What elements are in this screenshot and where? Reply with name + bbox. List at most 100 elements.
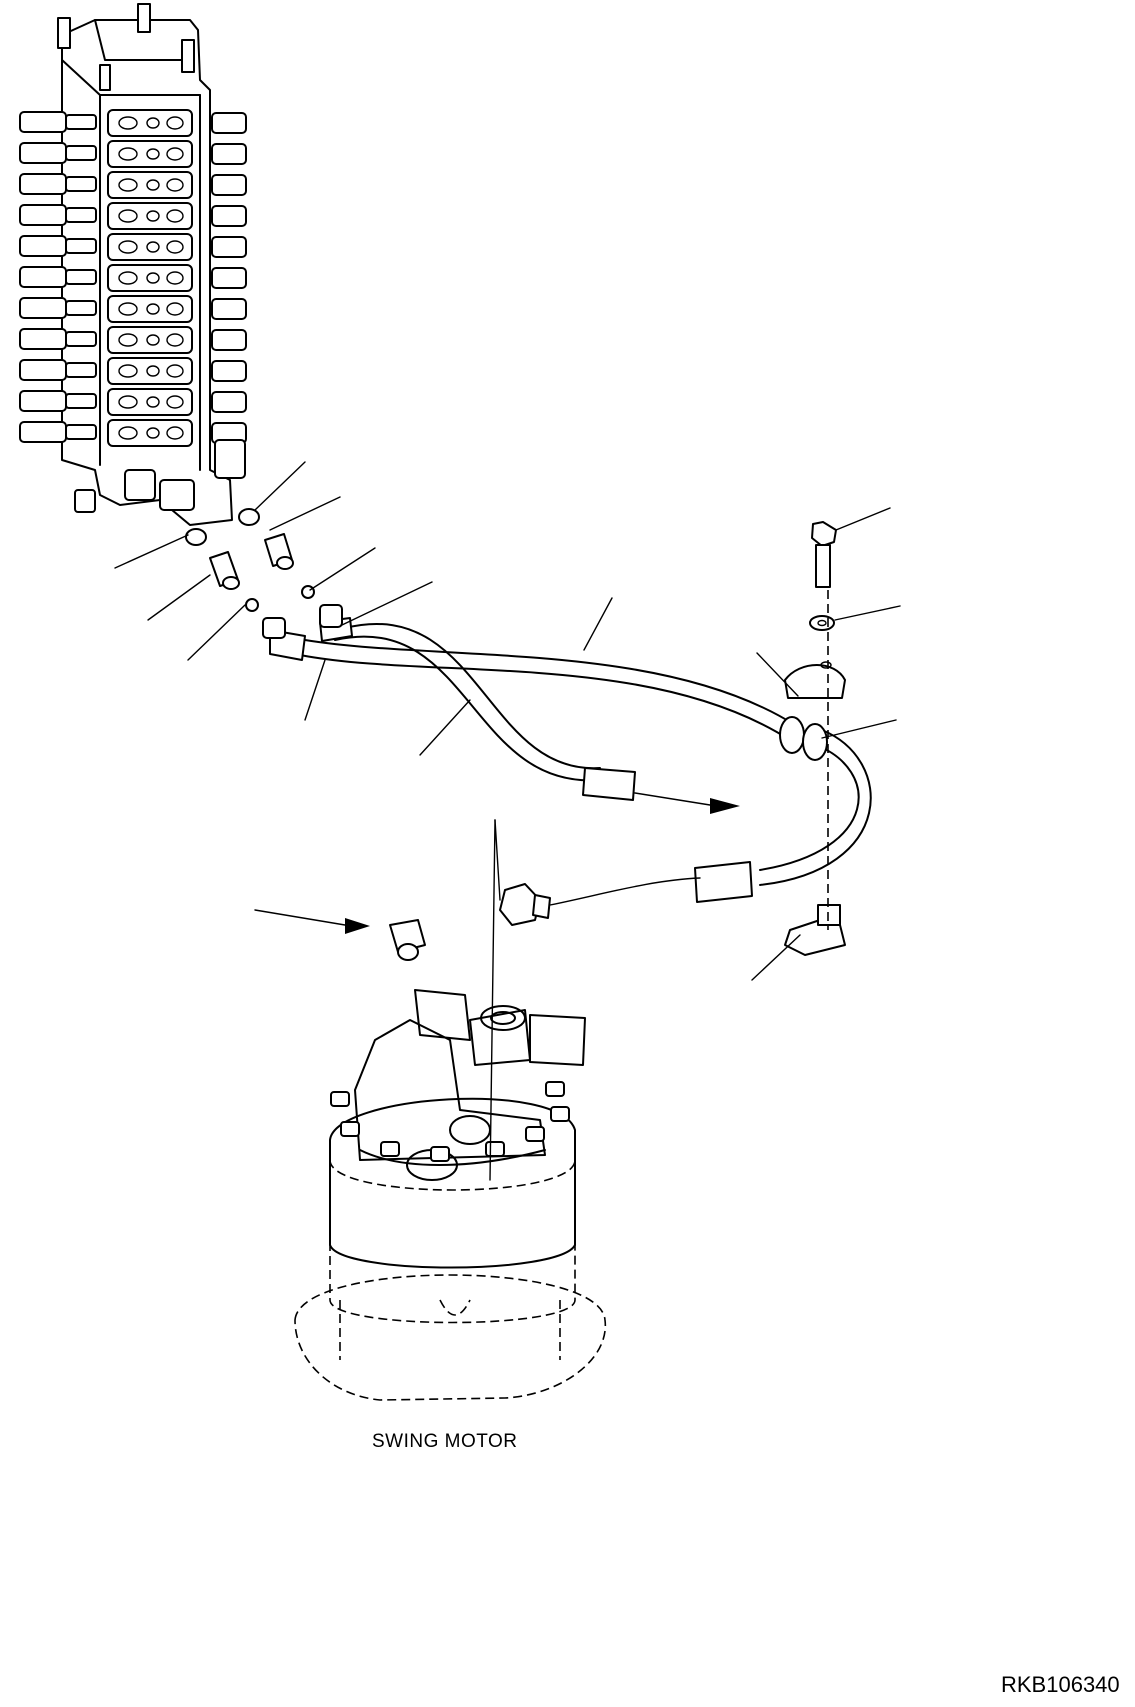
spool-cap [211, 236, 247, 258]
valve-port [118, 240, 138, 254]
spool-cap [19, 359, 67, 381]
motor-bolt [525, 1126, 545, 1142]
valve-port [166, 116, 184, 130]
elbow-fitting [499, 883, 551, 926]
valve-section [107, 171, 193, 199]
spool-cap [65, 269, 97, 285]
valve-section [107, 233, 193, 261]
valve-section [107, 202, 193, 230]
spool-cap [65, 393, 97, 409]
spool-cap [65, 331, 97, 347]
valve-port [146, 427, 160, 439]
valve-port [118, 116, 138, 130]
spool-cap [19, 421, 67, 443]
valve-port [118, 302, 138, 316]
motor-bolt [430, 1146, 450, 1162]
spool-cap [65, 145, 97, 161]
spool-cap [19, 390, 67, 412]
valve-bottom-ports [74, 439, 246, 513]
valve-port [166, 395, 184, 409]
spool-cap [19, 204, 67, 226]
hose-upper [299, 639, 872, 886]
hose-band [779, 716, 828, 761]
valve-port [146, 396, 160, 408]
valve-port [166, 426, 184, 440]
valve-sections [107, 109, 193, 447]
spool-cap [211, 143, 247, 165]
valve-port [166, 209, 184, 223]
hose-fittings [262, 604, 753, 903]
valve-port [166, 271, 184, 285]
spool-cap [19, 111, 67, 133]
valve-port [118, 364, 138, 378]
valve-section [107, 295, 193, 323]
clamp-lower [784, 904, 846, 956]
valve-port [118, 147, 138, 161]
motor-bolt [545, 1081, 565, 1097]
valve-port [166, 147, 184, 161]
spool-cap [211, 298, 247, 320]
spool-cap [19, 328, 67, 350]
motor-bolt [485, 1141, 505, 1157]
valve-section [107, 109, 193, 137]
motor-bolt [550, 1106, 570, 1122]
bolt [811, 521, 837, 588]
spool-cap [65, 238, 97, 254]
valve-port [118, 333, 138, 347]
swing-motor-label: SWING MOTOR [372, 1431, 518, 1452]
valve-port [146, 179, 160, 191]
valve-port [166, 240, 184, 254]
o-ring-1 [185, 528, 207, 546]
spool-cap [211, 391, 247, 413]
valve-port [146, 117, 160, 129]
leader-lines [114, 461, 901, 1181]
washer [809, 615, 835, 631]
valve-port [146, 334, 160, 346]
spool-cap [211, 329, 247, 351]
spool-cap [65, 207, 97, 223]
o-ring-4 [301, 585, 315, 599]
motor-bolt [340, 1121, 360, 1137]
spool-cap [65, 114, 97, 130]
spool-cap [65, 300, 97, 316]
spool-cap [19, 235, 67, 257]
valve-port [118, 426, 138, 440]
motor-bolt [330, 1091, 350, 1107]
valve-spools-right [211, 112, 247, 444]
spool-cap [19, 266, 67, 288]
valve-section [107, 357, 193, 385]
connector [389, 919, 426, 961]
valve-section [107, 419, 193, 447]
valve-section [107, 140, 193, 168]
valve-port [146, 272, 160, 284]
valve-port [118, 395, 138, 409]
spool-cap [65, 176, 97, 192]
valve-section [107, 388, 193, 416]
valve-port [118, 271, 138, 285]
spool-cap [65, 362, 97, 378]
valve-section [107, 326, 193, 354]
o-ring-2 [238, 508, 260, 526]
valve-port [166, 364, 184, 378]
valve-port [118, 209, 138, 223]
reference-code: RKB106340 [1001, 1672, 1120, 1697]
spool-cap [211, 112, 247, 134]
valve-port [166, 178, 184, 192]
spool-cap [19, 297, 67, 319]
spool-cap [211, 267, 247, 289]
spool-cap [19, 142, 67, 164]
swing-motor [294, 989, 607, 1401]
valve-port [146, 210, 160, 222]
valve-section [107, 264, 193, 292]
spool-cap [211, 174, 247, 196]
valve-port [146, 241, 160, 253]
valve-spools-left [19, 111, 97, 443]
valve-port [166, 302, 184, 316]
valve-port [146, 303, 160, 315]
spool-cap [211, 360, 247, 382]
valve-port [118, 178, 138, 192]
o-ring-3 [245, 598, 259, 612]
motor-bolts [330, 1081, 570, 1162]
spool-cap [65, 424, 97, 440]
